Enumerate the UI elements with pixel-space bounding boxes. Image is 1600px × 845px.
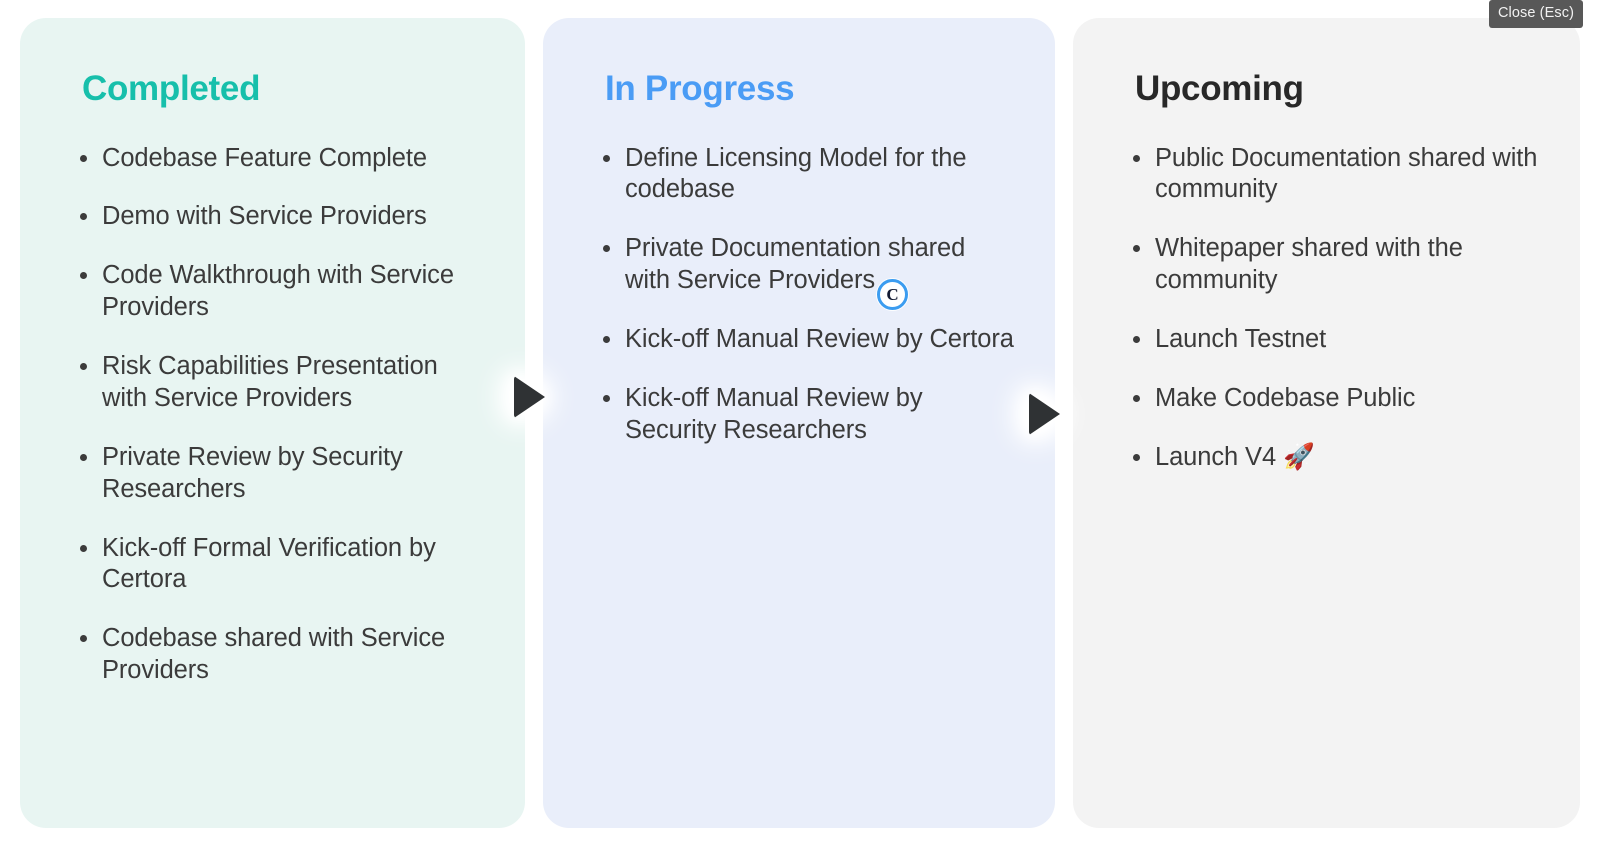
play-triangle-icon (514, 376, 545, 418)
list-item: Codebase shared with Service Providers (60, 623, 485, 687)
column-title-in-progress: In Progress (605, 69, 795, 108)
list-item: Demo with Service Providers (60, 201, 485, 233)
next-arrow-icon[interactable] (495, 365, 559, 429)
list-item: Make Codebase Public (1113, 383, 1540, 415)
list-item: Risk Capabilities Presentation with Serv… (60, 351, 485, 415)
list-item: Kick-off Manual Review by Security Resea… (583, 383, 1015, 447)
roadmap-column-completed: Completed Codebase Feature Complete Demo… (20, 18, 525, 828)
list-item: Private Review by Security Researchers (60, 442, 485, 506)
list-item: Whitepaper shared with the community (1113, 233, 1540, 297)
column-title-completed: Completed (82, 69, 261, 108)
task-list-upcoming: Public Documentation shared with communi… (1113, 143, 1540, 474)
task-list-in-progress: Define Licensing Model for the codebase … (583, 143, 1015, 447)
list-item: Public Documentation shared with communi… (1113, 143, 1540, 207)
list-item: Codebase Feature Complete (60, 143, 485, 175)
list-item: Define Licensing Model for the codebase (583, 143, 1015, 207)
list-item: Launch V4 🚀 (1113, 442, 1540, 474)
roadmap-column-in-progress: In Progress Define Licensing Model for t… (543, 18, 1055, 828)
list-item: Kick-off Formal Verification by Certora (60, 533, 485, 597)
next-arrow-icon[interactable] (1010, 382, 1074, 446)
list-item: Private Documentation shared with Servic… (583, 233, 1015, 297)
play-triangle-icon (1029, 393, 1060, 435)
task-list-completed: Codebase Feature Complete Demo with Serv… (60, 143, 485, 688)
column-title-upcoming: Upcoming (1135, 69, 1304, 108)
close-tooltip[interactable]: Close (Esc) (1488, 0, 1583, 28)
list-item: Launch Testnet (1113, 324, 1540, 356)
list-item: Code Walkthrough with Service Providers (60, 260, 485, 324)
click-cursor-indicator: C (877, 279, 908, 310)
cursor-glyph: C (886, 285, 899, 304)
roadmap-column-upcoming: Upcoming Public Documentation shared wit… (1073, 18, 1580, 828)
list-item: Kick-off Manual Review by Certora (583, 324, 1015, 356)
